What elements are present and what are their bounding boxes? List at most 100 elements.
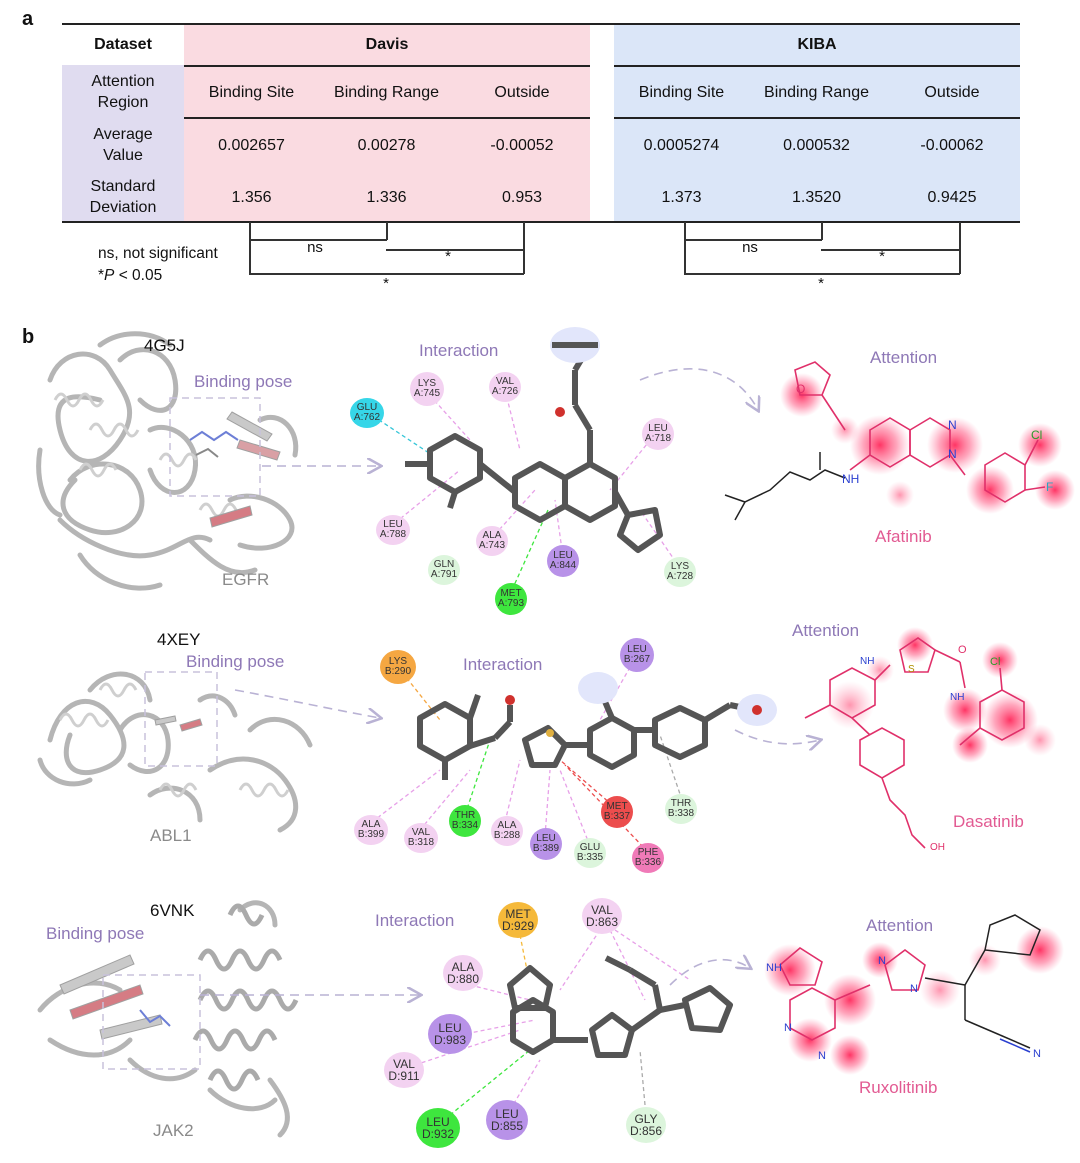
afatinib-attention-label: Attention — [870, 348, 938, 367]
afatinib-atom-n2: N — [948, 447, 957, 461]
dasatinib-2d-structure — [417, 688, 756, 780]
davis-star-label-2: * — [383, 275, 389, 292]
kiba-avg-binding-site: 0.0005274 — [643, 136, 720, 154]
afatinib-interaction-label: Interaction — [419, 341, 499, 360]
kiba-col-outside: Outside — [924, 83, 980, 101]
ruxolitinib-atom-n4: N — [818, 1050, 826, 1062]
afatinib-atom-n1: N — [948, 418, 957, 432]
kiba-ns-label: ns — [742, 239, 758, 256]
dasatinib-interaction-label: Interaction — [463, 655, 543, 674]
kiba-avg-binding-range: 0.000532 — [783, 136, 850, 154]
dasatinib-skeleton — [804, 637, 1025, 849]
kiba-star-label-1: * — [879, 248, 885, 265]
egfr-ligand-stick — [189, 430, 239, 458]
dasatinib-s-atom — [546, 729, 554, 737]
dasatinib-o-atom — [505, 695, 515, 705]
dasatinib-atom-oh: OH — [930, 842, 945, 853]
dasatinib-arrow-2 — [734, 729, 820, 744]
egfr-helix-coils — [53, 392, 238, 518]
ruxolitinib-interaction-label: Interaction — [375, 911, 455, 930]
dasatinib-attention-glow — [826, 627, 1056, 763]
afatinib-o-atom — [555, 407, 565, 417]
davis-avg-binding-range: 0.00278 — [357, 136, 416, 154]
jak2-protein-label: JAK2 — [153, 1121, 194, 1140]
abl1-beta-strands — [154, 715, 203, 732]
jak2-helix-coils — [192, 903, 299, 1092]
davis-std-binding-range: 1.336 — [366, 188, 407, 206]
significance-legend: ns, not significant *P < 0.05 — [98, 243, 218, 287]
dasatinib-atom-cl: Cl — [990, 656, 1001, 668]
afatinib-atom-f: F — [1046, 480, 1054, 494]
dasatinib-methyl-halo — [578, 672, 618, 704]
row-label-bg — [62, 65, 184, 221]
afatinib-2d-structure — [405, 343, 663, 553]
kiba-std-outside: 0.9425 — [927, 188, 977, 206]
davis-ns-label: ns — [307, 239, 323, 256]
egfr-binding-pose-label: Binding pose — [194, 372, 293, 391]
ruxolitinib-atom-n2: N — [910, 983, 918, 995]
kiba-sub-rule — [614, 117, 1020, 119]
ruxolitinib-attention-label: Attention — [866, 916, 934, 935]
panel-b-letter: b — [22, 326, 35, 348]
afatinib-atom-nh: NH — [842, 472, 860, 486]
davis-col-outside: Outside — [494, 83, 550, 101]
ruxolitinib-skeleton — [779, 947, 926, 1041]
panel-a-letter: a — [22, 8, 34, 30]
egfr-beta-strands — [209, 411, 281, 528]
legend-ns: ns, not significant — [98, 245, 218, 262]
kiba-header: KIBA — [797, 36, 837, 53]
jak2-ligand-stick — [139, 1009, 171, 1027]
afatinib-atom-cl: Cl — [1031, 428, 1043, 442]
davis-col-binding-range: Binding Range — [334, 83, 439, 101]
abl1-arrow-1 — [234, 689, 380, 718]
davis-header-rule — [184, 65, 590, 67]
ruxolitinib-atom-nh: NH — [766, 962, 782, 974]
ruxolitinib-atom-nitrile: N — [1033, 1048, 1041, 1060]
davis-bg — [184, 24, 590, 221]
kiba-header-rule — [614, 65, 1020, 67]
afatinib-sidechain — [724, 452, 846, 521]
afatinib-skeleton — [794, 361, 1046, 503]
abl1-binding-pose-label: Binding pose — [186, 652, 285, 671]
dasatinib-oh-atom — [752, 705, 762, 715]
legend-p: *P < 0.05 — [98, 267, 163, 284]
kiba-col-binding-range: Binding Range — [764, 83, 869, 101]
ruxolitinib-attention-glow — [764, 926, 1064, 1075]
ruxolitinib-arrow-2 — [669, 960, 750, 986]
ruxolitinib-sidechain — [924, 914, 1041, 1053]
dasatinib-attention-label: Attention — [792, 621, 860, 640]
abl1-protein-label: ABL1 — [150, 826, 192, 845]
abl1-protein-structure — [37, 671, 313, 833]
dataset-header: Dataset — [94, 36, 152, 53]
pdb-4g5j-label: 4G5J — [144, 336, 185, 355]
kiba-avg-outside: -0.00062 — [920, 136, 984, 154]
ruxolitinib-interaction-bonds — [414, 929, 691, 1116]
dasatinib-atom-s: S — [908, 664, 915, 675]
standard-deviation-label: Standard Deviation — [89, 178, 157, 216]
davis-sub-rule — [184, 117, 590, 119]
jak2-protein-structure — [37, 900, 290, 1138]
afatinib-atom-o: O — [796, 382, 806, 396]
jak2-binding-pose-label: Binding pose — [46, 924, 145, 943]
kiba-col-binding-site: Binding Site — [638, 83, 725, 101]
